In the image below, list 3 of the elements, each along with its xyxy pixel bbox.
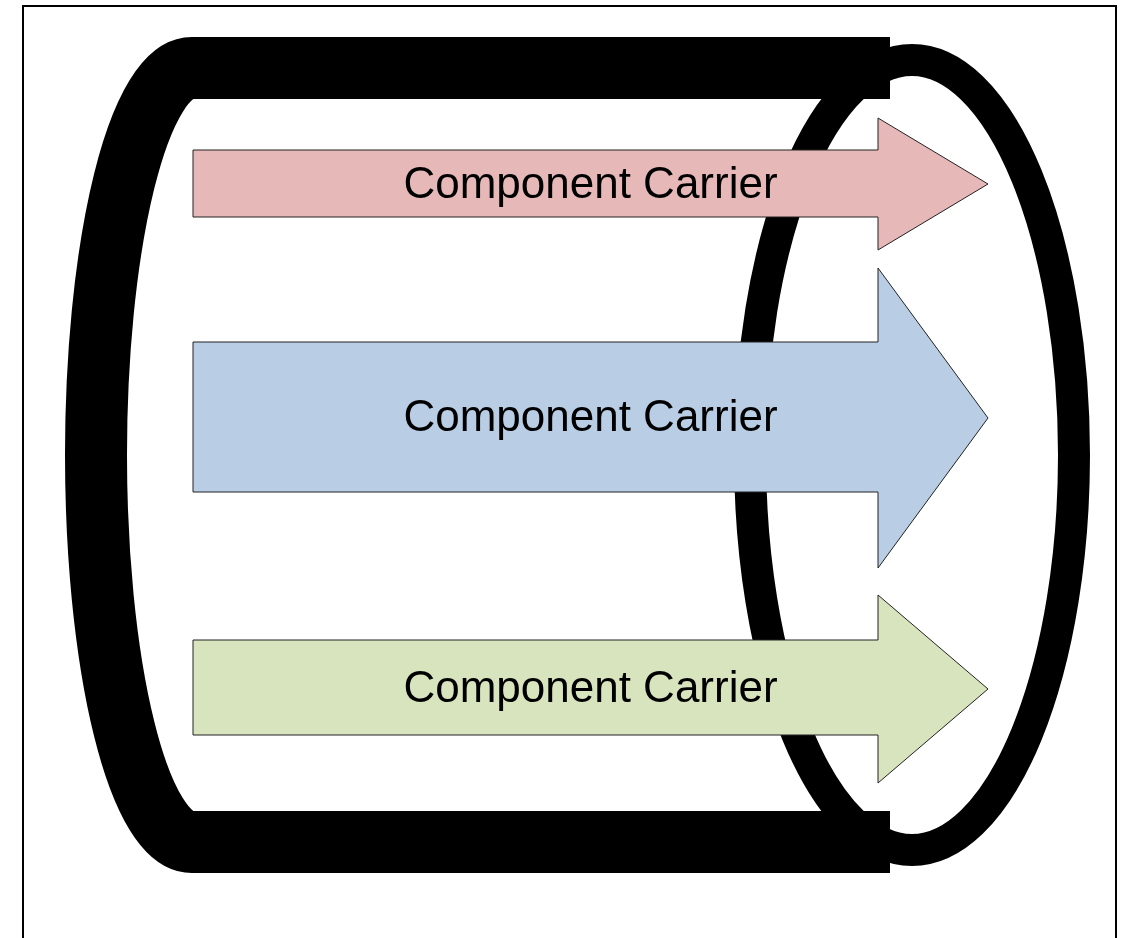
arrow-label: Component Carrier bbox=[402, 391, 779, 441]
arrow-label: Component Carrier bbox=[402, 157, 779, 208]
arrow-label: Component Carrier bbox=[402, 661, 779, 712]
